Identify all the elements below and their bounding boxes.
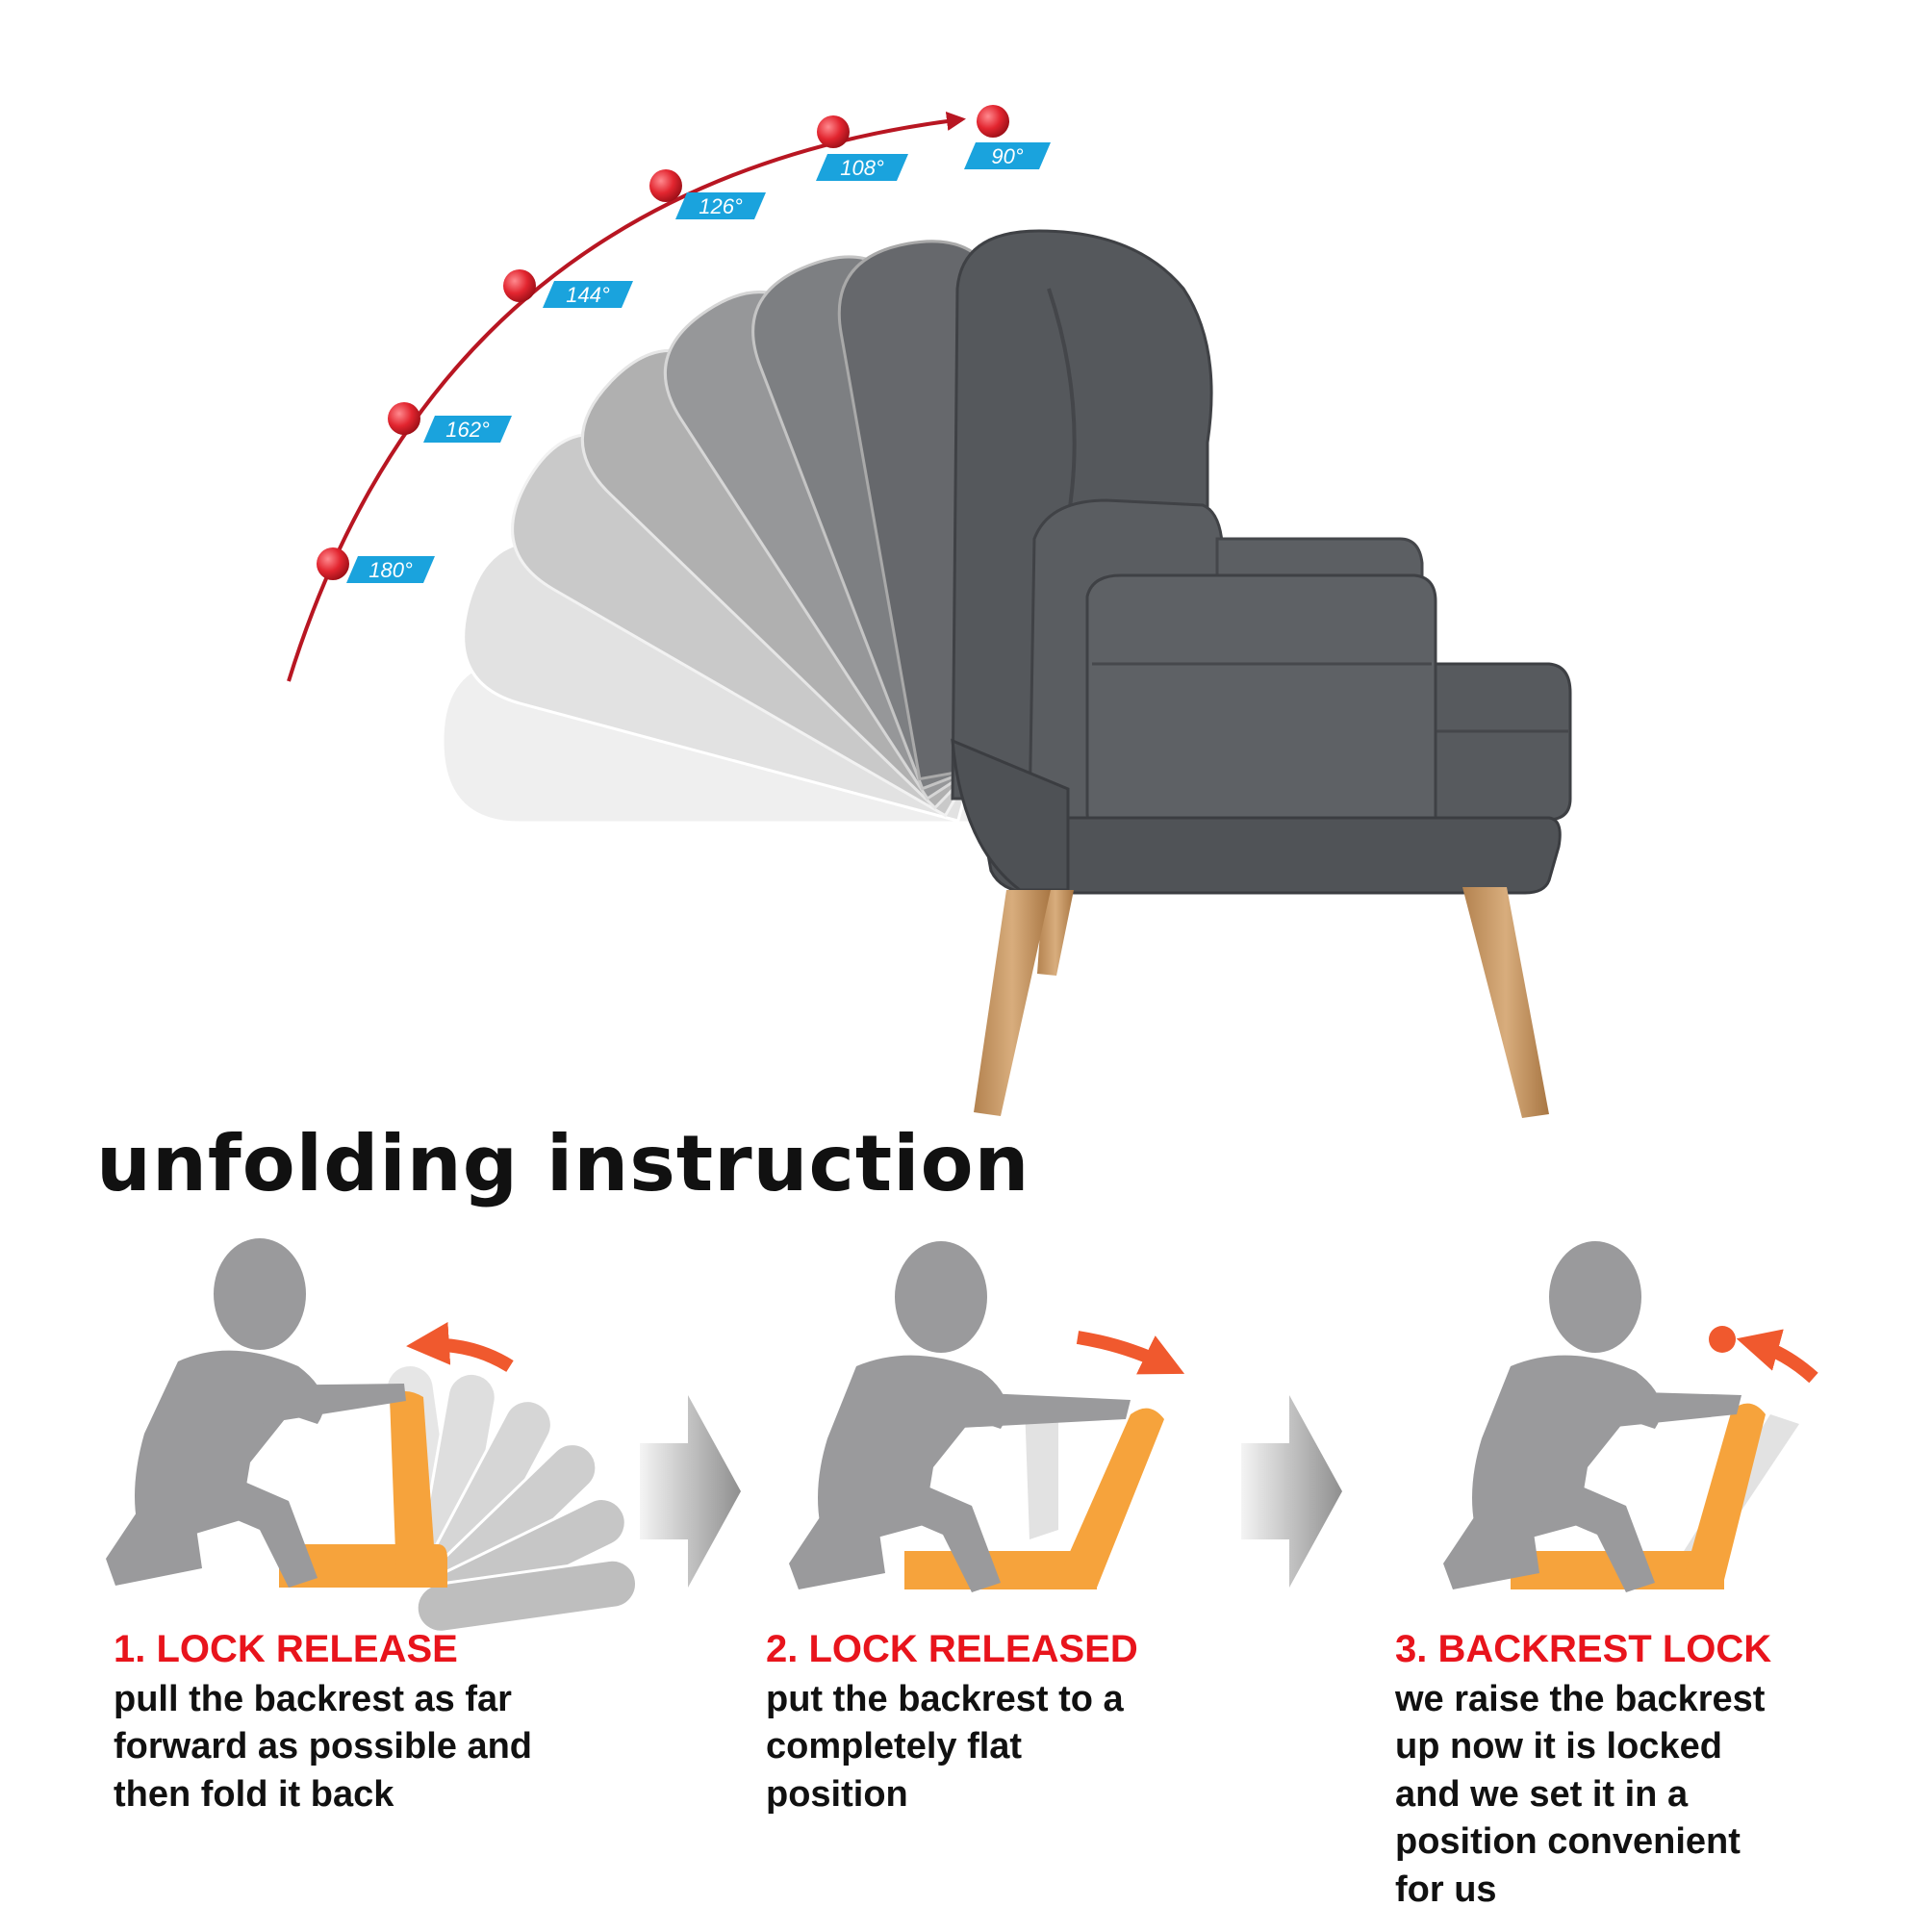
chair-leg-front-right	[1462, 887, 1549, 1118]
angle-marker-162: 162°	[388, 402, 512, 443]
angle-marker-180: 180°	[317, 547, 435, 583]
chair-illustration	[441, 229, 1572, 1118]
angle-label: 126°	[699, 194, 743, 218]
angle-dot	[817, 115, 850, 148]
angle-label: 90°	[991, 144, 1023, 168]
step-arrow-1-2	[640, 1395, 741, 1588]
chair-leg-front-left	[974, 890, 1051, 1116]
angle-marker-108: 108°	[816, 115, 908, 181]
step-title: 2. LOCK RELEASED	[766, 1628, 1138, 1670]
angle-dot	[977, 105, 1009, 138]
step-description: put the backrest to a completely flat po…	[766, 1679, 1124, 1815]
step-description: pull the backrest as far forward as poss…	[114, 1679, 532, 1815]
angle-tag	[543, 281, 633, 308]
step-arrow-2-3	[1241, 1395, 1342, 1588]
backrest-ghost	[1025, 1405, 1058, 1539]
step-title: 3. BACKREST LOCK	[1395, 1628, 1772, 1670]
kneeling-person	[1443, 1241, 1741, 1592]
backrest-raised	[1684, 1403, 1766, 1588]
angle-marker-90: 90°	[964, 105, 1051, 169]
step-1-illustration	[106, 1238, 638, 1634]
kneeling-person	[106, 1238, 406, 1588]
angle-label: 162°	[445, 418, 490, 442]
backrest-upright	[390, 1391, 435, 1578]
angle-label: 144°	[566, 283, 610, 307]
lock-point-dot	[1709, 1326, 1736, 1353]
angle-marker-126: 126°	[649, 169, 766, 219]
step-description: we raise the backrest up now it is locke…	[1395, 1679, 1766, 1910]
step-title: 1. LOCK RELEASE	[114, 1628, 458, 1670]
motion-arrow	[406, 1322, 514, 1372]
step-2-illustration	[789, 1241, 1185, 1592]
motion-arrow	[1736, 1329, 1818, 1384]
floor-seat	[904, 1551, 1097, 1589]
step-3-illustration	[1443, 1241, 1818, 1592]
backrest-bottom	[951, 738, 1070, 892]
angle-label: 108°	[840, 156, 884, 180]
angle-label: 180°	[369, 558, 413, 582]
backrest-seam	[1047, 288, 1077, 521]
angle-tag	[816, 154, 908, 181]
page-title: unfolding instruction	[96, 1119, 1030, 1208]
step-2: 2. LOCK RELEASED put the backrest to a c…	[766, 1626, 1305, 1818]
angle-dot	[317, 547, 349, 580]
step-3: 3. BACKREST LOCK we raise the backrest u…	[1395, 1626, 1932, 1914]
angle-dot	[388, 402, 420, 435]
angle-tag	[964, 142, 1051, 169]
motion-arrow	[1076, 1331, 1185, 1375]
angle-dot	[503, 269, 536, 302]
chair-leg-back	[1037, 890, 1074, 976]
angle-marker-144: 144°	[503, 269, 633, 308]
angle-dot	[649, 169, 682, 202]
angle-tag	[346, 556, 435, 583]
kneeling-person	[789, 1241, 1131, 1592]
chair-base	[979, 816, 1562, 895]
step-1: 1. LOCK RELEASE pull the backrest as far…	[114, 1626, 652, 1818]
angle-tag	[675, 192, 766, 219]
backrest-lowered	[1058, 1408, 1164, 1588]
near-armrest	[1085, 573, 1437, 839]
angle-tag	[423, 416, 512, 443]
